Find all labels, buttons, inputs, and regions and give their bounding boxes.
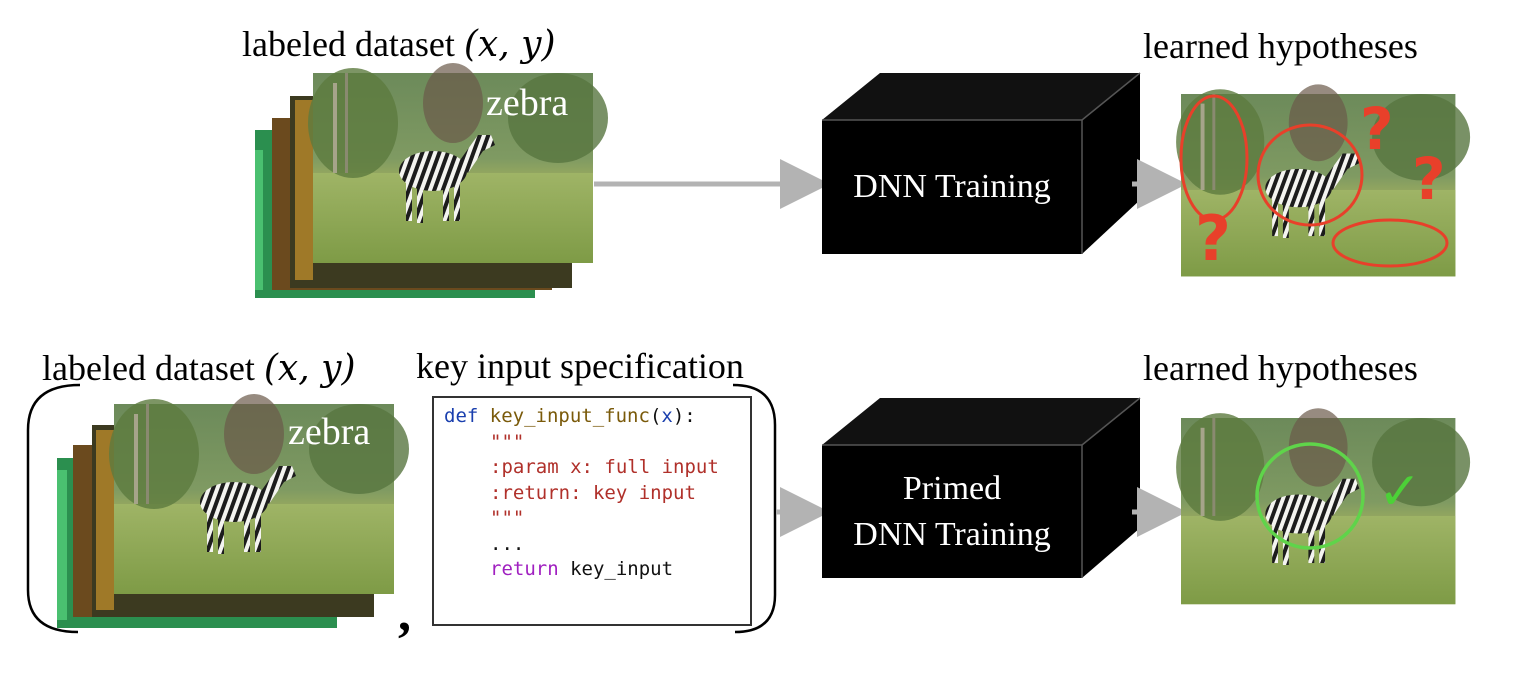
bottom-image-tag: zebra — [288, 411, 371, 453]
question-mark-icon: ? — [1360, 95, 1394, 163]
comma-separator: , — [398, 585, 411, 642]
question-mark-icon: ? — [1195, 202, 1231, 275]
key-input-spec-label: key input specification — [416, 346, 744, 386]
primed-dnn-training-label: Primed DNN Training — [822, 466, 1082, 558]
code-line-doc-open: """ — [490, 430, 525, 453]
hypothesis-ellipse-bush — [1179, 94, 1249, 222]
code-line-ellipsis: ... — [490, 532, 525, 555]
bottom-dataset-label: labeled dataset (x, y) — [42, 350, 356, 387]
dataset-label-text: labeled dataset — [242, 24, 464, 64]
left-paren — [26, 383, 81, 634]
code-line-param: :param x: full input — [490, 456, 719, 478]
top-dataset-label: labeled dataset (x, y) — [242, 26, 556, 63]
primed-label-line1: Primed — [902, 470, 1002, 507]
dataset-label-math: (x, y) — [263, 348, 356, 389]
bottom-dataset-stack — [57, 394, 409, 628]
hypothesis-ellipse-grass — [1331, 218, 1449, 268]
hypothesis-ellipse-zebra — [1256, 123, 1364, 227]
top-dataset-stack — [255, 63, 608, 298]
bottom-hypotheses-image — [1176, 408, 1471, 605]
dnn-training-label: DNN Training — [853, 168, 1051, 205]
dataset-label-math: (x, y) — [463, 24, 556, 65]
dnn-training-box — [822, 72, 1141, 254]
primed-label-line2: DNN Training — [853, 515, 1051, 553]
top-output-label: learned hypotheses — [1143, 26, 1418, 66]
code-line-return-doc: :return: key input — [490, 481, 696, 504]
dataset-label-text: labeled dataset — [42, 348, 264, 388]
bottom-output-label: learned hypotheses — [1143, 348, 1418, 388]
code-line-return: return key_input — [490, 558, 674, 580]
code-line-def: def key_input_func(x): — [444, 405, 696, 427]
primed-dnn-training-box — [822, 397, 1141, 578]
check-mark-icon: ✓ — [1378, 462, 1422, 522]
code-line-doc-close: """ — [490, 507, 525, 529]
hypothesis-ellipse-key-input — [1255, 442, 1365, 550]
right-paren — [732, 383, 777, 634]
key-input-code-snippet: def key_input_func(x): """ :param x: ful… — [432, 396, 752, 626]
question-mark-icon: ? — [1412, 145, 1446, 213]
top-image-tag: zebra — [486, 82, 569, 124]
